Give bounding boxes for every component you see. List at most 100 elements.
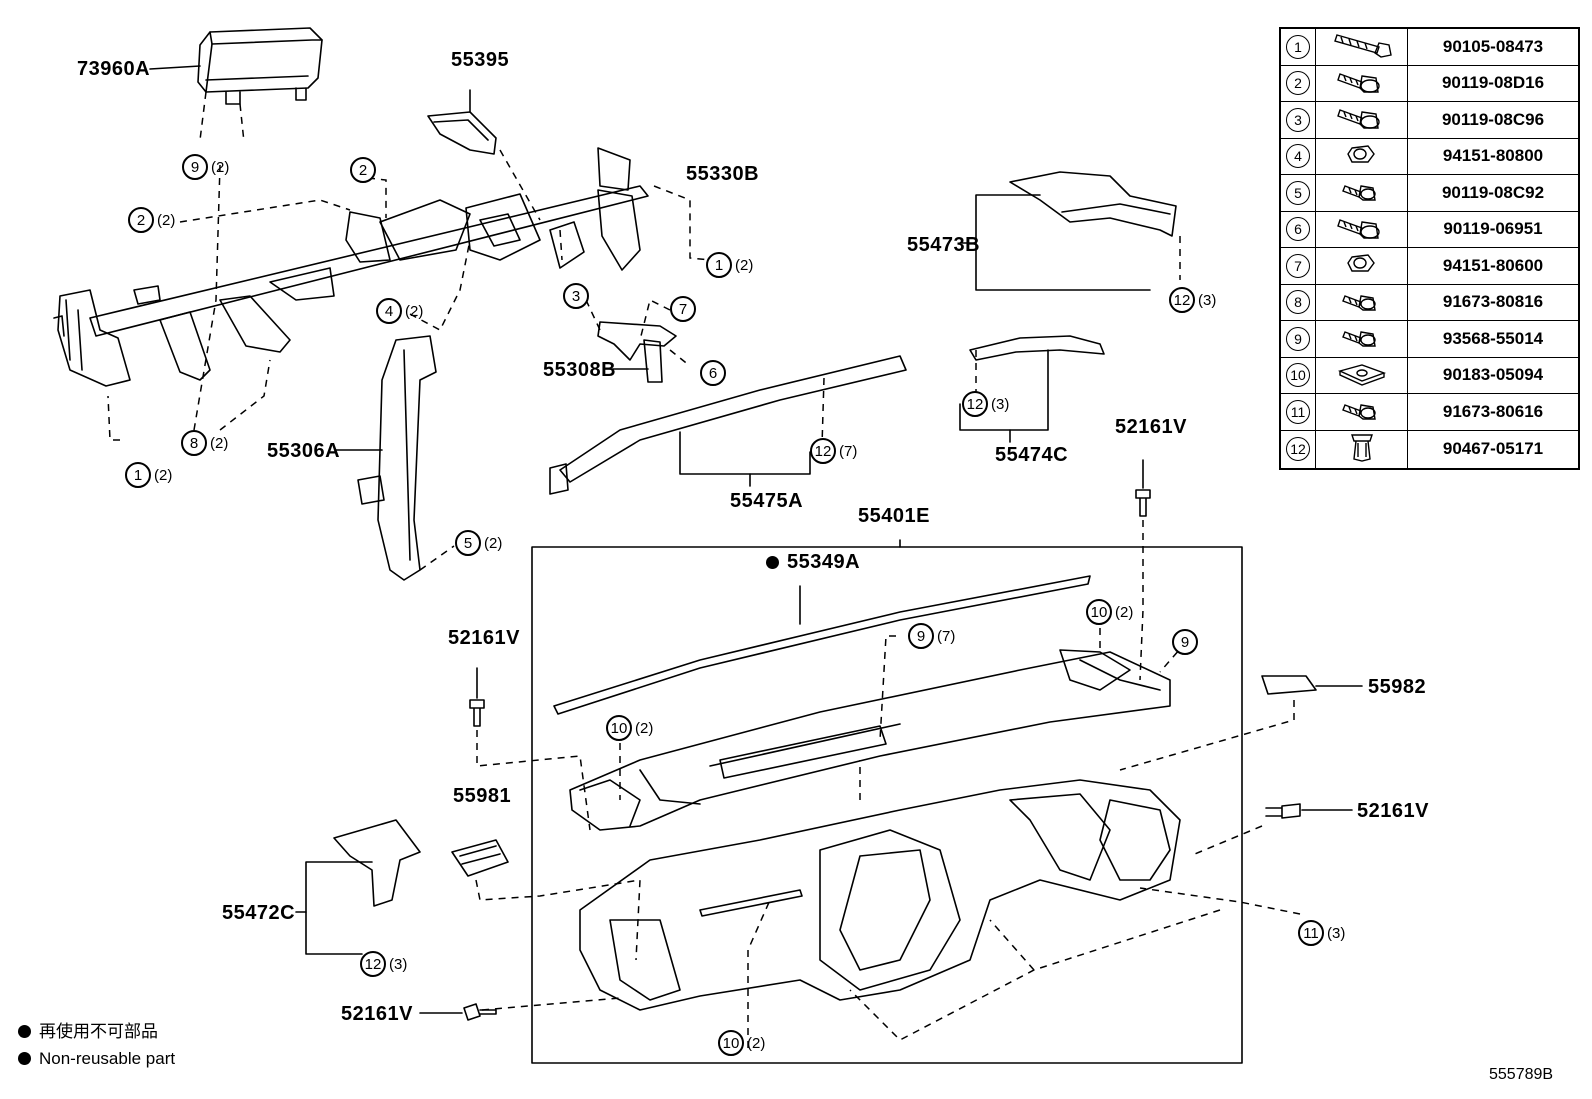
fastener-number-cell: 9 bbox=[1279, 320, 1316, 358]
callout-qty: (2) bbox=[1115, 603, 1134, 621]
fastener-number: 12 bbox=[1286, 437, 1310, 461]
callout-qty: (3) bbox=[389, 955, 408, 973]
fastener-number-cell: 6 bbox=[1279, 210, 1316, 248]
nut-icon bbox=[1342, 145, 1382, 172]
fastener-number: 9 bbox=[1286, 326, 1310, 351]
part-label-52161V-left: 52161V bbox=[448, 627, 520, 649]
fastener-picture-cell bbox=[1315, 137, 1408, 175]
fastener-number-cell: 10 bbox=[1279, 356, 1316, 394]
fastener-picture-cell bbox=[1315, 356, 1408, 394]
fastener-number: 11 bbox=[1286, 399, 1310, 424]
callout-number: 12 bbox=[360, 951, 386, 977]
callout-1-left: 1(2) bbox=[125, 462, 172, 488]
callout-5: 5(2) bbox=[455, 530, 502, 556]
flange-bolt-icon bbox=[1332, 109, 1392, 136]
short-bolt-icon bbox=[1337, 185, 1387, 208]
fastener-number-cell: 3 bbox=[1279, 101, 1316, 139]
callout-9-b: 9(7) bbox=[908, 623, 955, 649]
fastener-part-number: 91673-80816 bbox=[1407, 283, 1580, 321]
callout-qty: (7) bbox=[937, 627, 956, 645]
fastener-number-cell: 1 bbox=[1279, 27, 1316, 66]
nut-icon bbox=[1342, 254, 1382, 281]
fastener-number: 3 bbox=[1286, 107, 1310, 132]
screw-52161V-top-drawing bbox=[1135, 459, 1151, 517]
callout-qty: (3) bbox=[1198, 291, 1217, 309]
fastener-picture-cell bbox=[1315, 283, 1408, 321]
callout-number: 10 bbox=[606, 715, 632, 741]
legend-en-text: Non-reusable part bbox=[39, 1049, 176, 1068]
fastener-number-cell: 12 bbox=[1279, 429, 1316, 469]
screw-52161V-right-drawing bbox=[1265, 803, 1353, 819]
callout-qty: (2) bbox=[157, 211, 176, 229]
dashed-leader-lines bbox=[107, 91, 1301, 1048]
fastener-picture-cell bbox=[1315, 210, 1408, 248]
callout-4: 4(2) bbox=[376, 298, 423, 324]
part-label-55474C: 55474C bbox=[995, 444, 1069, 466]
fastener-row: 1 90105-08473 bbox=[1279, 27, 1580, 66]
garnish-55474C-drawing bbox=[959, 335, 1105, 443]
callout-number: 11 bbox=[1298, 920, 1324, 946]
fastener-part-number: 90119-06951 bbox=[1407, 210, 1580, 248]
part-label-55395: 55395 bbox=[451, 49, 510, 71]
fastener-number-cell: 11 bbox=[1279, 393, 1316, 431]
fastener-part-number: 94151-80800 bbox=[1407, 137, 1580, 175]
airbag-module-drawing bbox=[149, 27, 323, 105]
fastener-row: 4 94151-80800 bbox=[1279, 137, 1580, 175]
fastener-part-number: 90105-08473 bbox=[1407, 27, 1580, 66]
weatherstrip-55349A-drawing bbox=[553, 575, 1091, 715]
non-reusable-marker-icon bbox=[18, 1052, 31, 1065]
callout-qty: (2) bbox=[154, 466, 173, 484]
callout-8: 8(2) bbox=[181, 430, 228, 456]
upper-panel-drawing bbox=[569, 649, 1171, 831]
callout-number: 3 bbox=[563, 283, 589, 309]
lower-dash-drawing bbox=[579, 779, 1181, 1011]
legend: 再使用不可部品 Non-reusable part bbox=[18, 1018, 175, 1072]
fastener-picture-cell bbox=[1315, 174, 1408, 212]
callout-12-d: 12(3) bbox=[360, 951, 407, 977]
fastener-row: 6 90119-06951 bbox=[1279, 210, 1580, 248]
callout-qty: (2) bbox=[747, 1034, 766, 1052]
short-bolt-icon bbox=[1337, 294, 1387, 318]
reinforcement-beam-drawing bbox=[53, 147, 649, 387]
callout-number: 2 bbox=[350, 157, 376, 183]
cover-55472C-drawing bbox=[295, 819, 421, 955]
callout-qty: (2) bbox=[635, 719, 654, 737]
callout-qty: (2) bbox=[405, 302, 424, 320]
fastener-number: 1 bbox=[1286, 34, 1310, 59]
callout-9-c: 9 bbox=[1172, 629, 1198, 655]
garnish-55475A-drawing bbox=[549, 355, 907, 495]
brace-55306A-drawing bbox=[335, 335, 437, 581]
callout-qty: (7) bbox=[839, 442, 858, 460]
short-bolt-icon bbox=[1337, 404, 1387, 427]
callout-12-b: 12(3) bbox=[962, 391, 1009, 417]
fastener-part-number: 90467-05171 bbox=[1407, 429, 1580, 469]
callout-number: 9 bbox=[182, 154, 208, 180]
fastener-number-cell: 5 bbox=[1279, 174, 1316, 212]
non-reusable-marker-icon bbox=[766, 555, 779, 569]
fastener-row: 10 90183-05094 bbox=[1279, 356, 1580, 394]
fastener-part-number: 90183-05094 bbox=[1407, 356, 1580, 394]
callout-2-top: 2 bbox=[350, 157, 376, 183]
callout-number: 9 bbox=[908, 623, 934, 649]
part-label-55308B: 55308B bbox=[543, 359, 617, 381]
legend-row-en: Non-reusable part bbox=[18, 1045, 175, 1072]
part-label-52161V-bottom: 52161V bbox=[341, 1003, 413, 1025]
callout-number: 1 bbox=[125, 462, 151, 488]
part-label-52161V-top: 52161V bbox=[1115, 416, 1187, 438]
push-clip-icon bbox=[1342, 433, 1382, 467]
callout-6: 6 bbox=[700, 360, 726, 386]
fastener-number: 4 bbox=[1286, 144, 1310, 169]
callout-number: 1 bbox=[706, 252, 732, 278]
callout-2-left: 2(2) bbox=[128, 207, 175, 233]
callout-number: 8 bbox=[181, 430, 207, 456]
callout-number: 7 bbox=[670, 296, 696, 322]
bracket-55308B-drawing bbox=[597, 321, 677, 383]
callout-qty: (3) bbox=[1327, 924, 1346, 942]
callout-1-right: 1(2) bbox=[706, 252, 753, 278]
callout-3: 3 bbox=[563, 283, 589, 309]
